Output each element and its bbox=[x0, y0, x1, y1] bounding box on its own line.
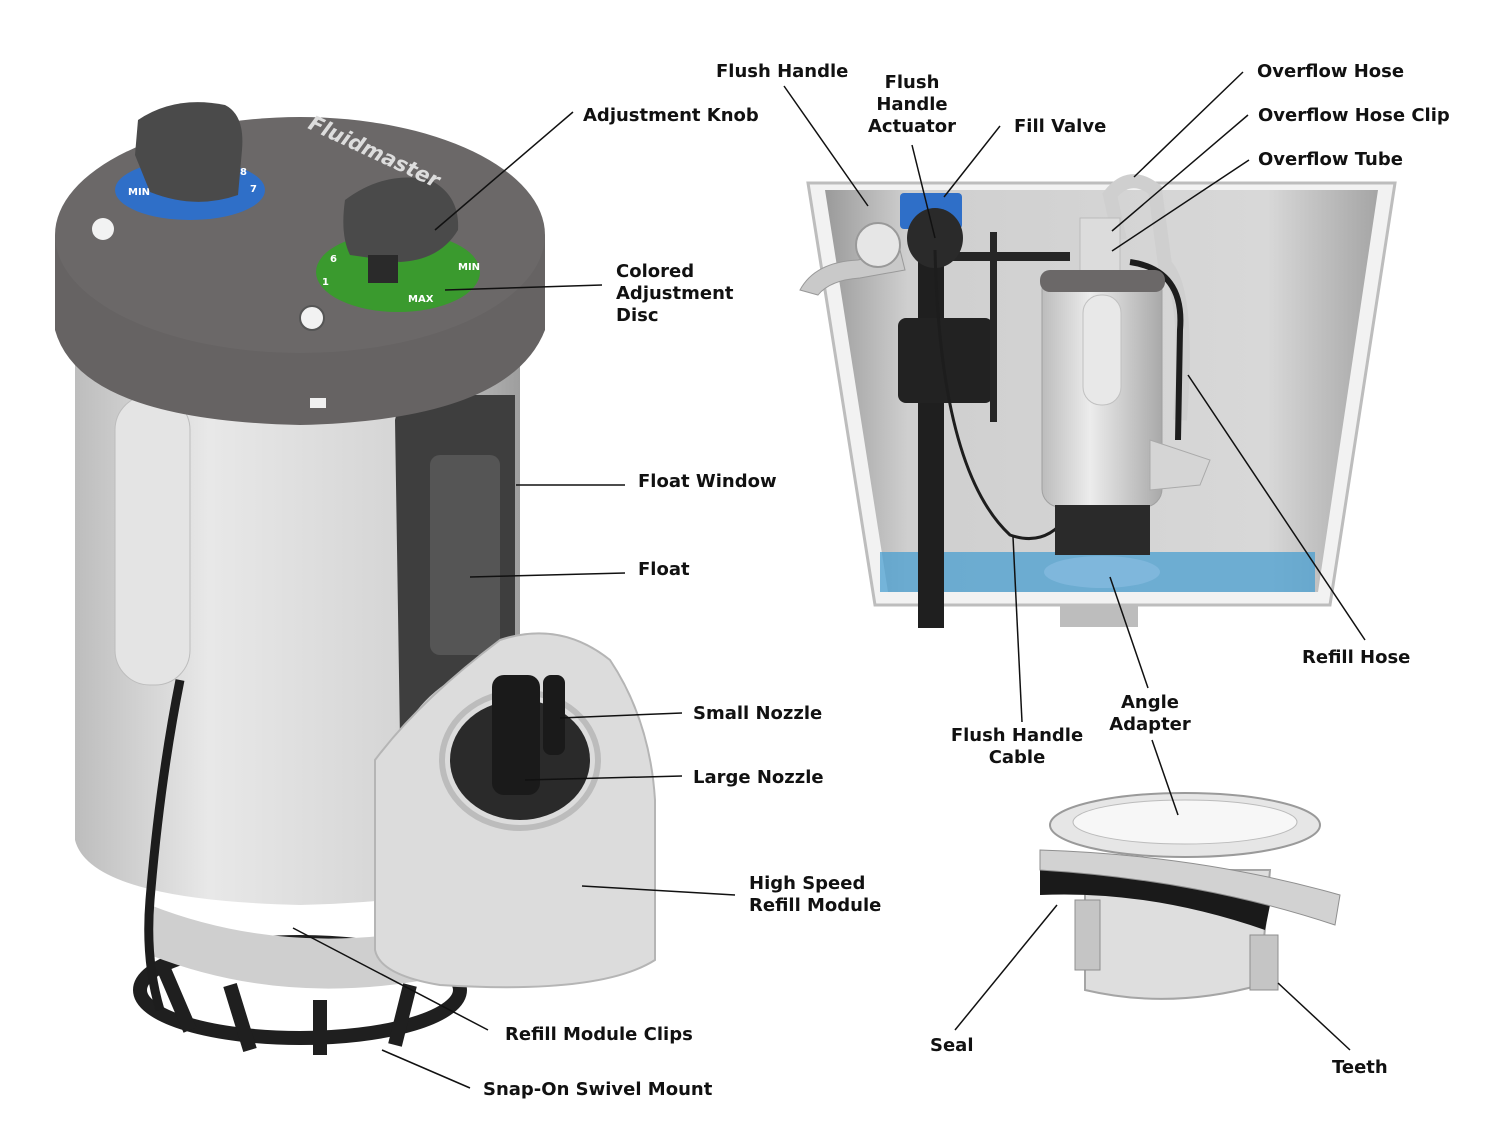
leader-line-colored-adjustment-disc bbox=[444, 284, 603, 291]
green-disc-mark: MAX bbox=[408, 294, 434, 305]
label-flush-handle-actuator: Flush Handle Actuator bbox=[867, 72, 956, 137]
float-arm-graphic bbox=[930, 252, 1070, 261]
leader-line-flush-handle-actuator bbox=[911, 144, 936, 239]
leader-line-overflow-hose-clip bbox=[1111, 114, 1249, 232]
cap-screw-graphic bbox=[299, 305, 325, 331]
fill-valve-shaft-graphic bbox=[918, 200, 944, 628]
float-graphic bbox=[430, 455, 500, 655]
overflow-tube-graphic bbox=[1079, 217, 1121, 279]
flush-handle-knob-graphic bbox=[855, 222, 901, 268]
label-overflow-tube: Overflow Tube bbox=[1258, 149, 1403, 170]
leader-line-overflow-hose bbox=[1133, 71, 1244, 178]
adapter-flange-graphic bbox=[1039, 849, 1341, 926]
label-overflow-hose-clip: Overflow Hose Clip bbox=[1258, 105, 1450, 126]
blue-disc-mark: 7 bbox=[250, 184, 257, 195]
label-small-nozzle: Small Nozzle bbox=[693, 703, 823, 724]
label-colored-adjustment-disc: Colored Adjustment Disc bbox=[616, 261, 734, 326]
leader-line-seal bbox=[954, 904, 1058, 1031]
label-float: Float bbox=[638, 559, 690, 580]
label-large-nozzle: Large Nozzle bbox=[693, 767, 824, 788]
label-teeth: Teeth bbox=[1332, 1057, 1388, 1078]
green-disc-mark: 1 bbox=[322, 277, 329, 288]
refill-hose-left-graphic bbox=[144, 679, 185, 1012]
adjustment-knob-back-graphic bbox=[135, 102, 243, 202]
tank-refill-module-graphic bbox=[1149, 439, 1211, 491]
tank-angle-adapter-graphic bbox=[1044, 556, 1160, 588]
adapter-seal-graphic bbox=[1040, 865, 1270, 930]
leader-line-flush-handle-cable bbox=[1012, 536, 1023, 723]
float-rod-graphic bbox=[990, 232, 997, 422]
leader-line-fill-valve bbox=[943, 125, 1001, 198]
adapter-tooth-graphic bbox=[1249, 934, 1279, 991]
label-snap-on-swivel-mount: Snap-On Swivel Mount bbox=[483, 1079, 713, 1100]
green-disc-mark: MIN bbox=[458, 262, 480, 273]
angle-adapter-illustration bbox=[1039, 792, 1341, 1000]
leader-line-flush-handle bbox=[783, 85, 869, 207]
tank-valve-rib-graphic bbox=[1082, 294, 1122, 406]
leader-line-angle-adapter bbox=[1109, 576, 1149, 689]
side-rib-graphic bbox=[114, 394, 191, 686]
green-disc-mark: 6 bbox=[330, 254, 337, 265]
adjustment-knob-stem-graphic bbox=[368, 255, 398, 283]
flush-valve-illustration: MIN 8 7 MIN 6 1 MAX Fluidmaster bbox=[55, 102, 656, 1055]
label-refill-module-clips: Refill Module Clips bbox=[505, 1024, 693, 1045]
adapter-tooth-graphic bbox=[1074, 899, 1101, 971]
label-high-speed-refill-module: High Speed Refill Module bbox=[749, 873, 882, 916]
mount-ring-graphic bbox=[150, 905, 450, 989]
label-adjustment-knob: Adjustment Knob bbox=[583, 105, 759, 126]
leader-line-small-nozzle bbox=[559, 712, 683, 719]
leader-line-snap-on-swivel-mount bbox=[381, 1049, 471, 1089]
label-flush-handle: Flush Handle bbox=[716, 61, 849, 82]
label-float-window: Float Window bbox=[638, 471, 777, 492]
leader-line-teeth bbox=[1277, 982, 1351, 1051]
leader-line-adjustment-knob bbox=[434, 111, 574, 231]
small-nozzle-graphic bbox=[543, 675, 565, 755]
leader-line-overflow-tube bbox=[1111, 159, 1250, 252]
leader-line-large-nozzle bbox=[524, 775, 683, 781]
label-refill-hose: Refill Hose bbox=[1302, 647, 1411, 668]
adapter-top-opening-graphic bbox=[1072, 799, 1298, 845]
tank-valve-cap-graphic bbox=[1040, 270, 1165, 292]
fill-valve-body-graphic bbox=[898, 318, 993, 403]
leader-line-high-speed-refill-module bbox=[581, 885, 736, 896]
refill-hose-graphic bbox=[1129, 259, 1184, 441]
tank-outlet-graphic bbox=[1060, 605, 1138, 627]
tank-cutaway-illustration bbox=[799, 174, 1397, 628]
leader-line-angle-adapter-lower bbox=[1151, 739, 1179, 816]
blue-disc-mark: MIN bbox=[128, 187, 150, 198]
adjustment-knob-front-graphic bbox=[343, 177, 459, 262]
tank-basket-graphic bbox=[1055, 505, 1150, 555]
label-flush-handle-cable: Flush Handle Cable bbox=[950, 725, 1084, 768]
leader-line-refill-module-clips bbox=[292, 927, 489, 1031]
cap-indicator-graphic bbox=[310, 398, 326, 408]
overflow-hose-graphic bbox=[1102, 174, 1190, 421]
leader-lines bbox=[292, 71, 1366, 1089]
cap-screw-graphic bbox=[92, 218, 114, 240]
leader-line-refill-hose bbox=[1187, 374, 1366, 641]
label-overflow-hose: Overflow Hose bbox=[1257, 61, 1405, 82]
blue-disc-mark: 8 bbox=[240, 167, 247, 178]
label-seal: Seal bbox=[930, 1035, 974, 1056]
label-angle-adapter: Angle Adapter bbox=[1109, 692, 1191, 735]
leader-line-float bbox=[469, 572, 626, 578]
large-nozzle-graphic bbox=[492, 675, 540, 795]
label-fill-valve: Fill Valve bbox=[1014, 116, 1107, 137]
